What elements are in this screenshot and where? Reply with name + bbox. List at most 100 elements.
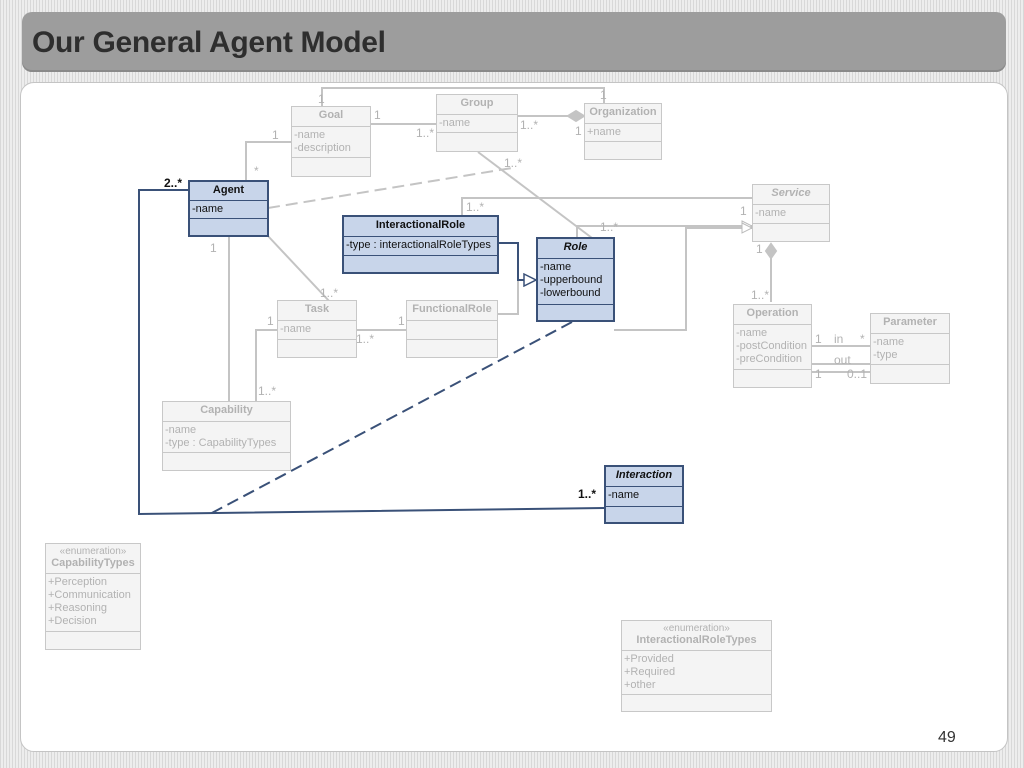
attr: -postCondition [736,340,807,352]
enum-value: +Reasoning [48,602,108,614]
enum-value: +Provided [624,653,674,665]
class-functional-role: FunctionalRole [406,300,498,358]
attr: -name [192,203,224,215]
enum-interactional-role-types-values: +Provided +Required +other [622,651,771,695]
class-agent-attributes: -name [190,201,267,219]
mult-group-org: 1..* [520,118,539,132]
mult-task-left: 1 [267,314,274,328]
class-capability-attributes: -name -type : CapabilityTypes [163,422,290,453]
class-organization-name: Organization [585,104,661,124]
class-parameter-name: Parameter [871,314,949,334]
mult-task-fr: 1..* [356,332,375,346]
class-service-name: Service [753,185,829,205]
class-parameter-ops [871,365,949,383]
fr-role-line [498,273,519,315]
slide-title: Our General Agent Model [32,26,386,59]
attr: -preCondition [736,353,803,365]
page-number: 49 [938,729,956,746]
attr: -name [280,323,312,335]
attr: -name [736,327,768,339]
title-bar: Our General Agent Model [22,12,1006,72]
attr: -name [165,424,197,436]
class-agent-name: Agent [190,182,267,201]
class-agent-ops [190,219,267,235]
goal-org-line [321,87,605,106]
enum-name: InteractionalRoleTypes [636,634,757,646]
attr: -name [873,336,905,348]
class-role-ops [538,305,613,320]
agent-goal-line [245,141,291,180]
enum-value: +other [624,679,656,691]
mult-goal-group: 1 [374,108,381,122]
class-group-ops [437,133,517,151]
attr: -type : interactionalRoleTypes [346,239,491,251]
class-organization-ops [585,142,661,159]
enum-value: +Required [624,666,676,678]
enum-capability-types-header: «enumeration» CapabilityTypes [46,544,140,574]
role-service-line [576,226,752,237]
class-capability: Capability -name -type : CapabilityTypes [162,401,291,471]
enum-value: +Perception [48,576,108,588]
class-operation: Operation -name -postCondition -preCondi… [733,304,812,388]
attr: -type : CapabilityTypes [165,437,277,449]
mult-fr-left: 1 [398,314,405,328]
mult-op-service: 1..* [751,288,770,302]
class-group: Group -name [436,94,518,152]
mult-out-label: out [834,353,851,367]
attr: -name [755,207,787,219]
agent-interaction-line [138,189,605,516]
class-task-ops [278,340,356,357]
class-agent: Agent -name [188,180,269,237]
mult-cap-task: 1..* [258,384,277,398]
group-role-line [477,151,593,239]
class-functional-role-name: FunctionalRole [407,301,497,321]
stereotype: «enumeration» [59,546,127,557]
class-group-attributes: -name [437,115,517,133]
class-service-attributes: -name [753,205,829,224]
mult-out-1: 1 [815,367,822,381]
class-interaction: Interaction -name [604,465,684,524]
class-organization: Organization +name [584,103,662,160]
service-ir-line [461,197,752,215]
agent-task-line [267,235,331,303]
enum-capability-types-values: +Perception +Communication +Reasoning +D… [46,574,140,632]
enum-capability-types-ops [46,632,140,649]
class-interaction-ops [606,507,682,522]
class-service-ops [753,224,829,241]
class-task-name: Task [278,301,356,321]
mult-agent-goal-1: 1 [272,128,279,142]
class-operation-attributes: -name -postCondition -preCondition [734,325,811,370]
class-operation-ops [734,370,811,387]
mult-service-left: 1 [740,204,747,218]
class-goal: Goal -name -description [291,106,371,177]
attr: -name [439,117,471,129]
mult-agent-goal-star: * [254,164,259,178]
mult-goal-top: 1 [318,92,325,106]
class-parameter: Parameter -name -type [870,313,950,384]
attr: -description [294,142,351,154]
class-functional-role-attributes [407,321,497,340]
class-group-name: Group [437,95,517,115]
mult-service-op: 1 [756,242,763,256]
class-task: Task -name [277,300,357,358]
class-interaction-name: Interaction [606,467,682,487]
class-functional-role-ops [407,340,497,357]
enum-name: CapabilityTypes [51,557,135,569]
stereotype: «enumeration» [663,623,730,634]
class-role-name: Role [538,239,613,259]
enum-interactional-role-types-ops [622,695,771,711]
mult-org-group: 1 [575,124,582,138]
mult-in-label: in [834,332,844,346]
class-interaction-attributes: -name [606,487,682,507]
org-diamond [566,109,586,123]
mult-interaction-end: 1..* [578,487,597,501]
class-parameter-attributes: -name -type [871,334,949,365]
attr: -name [608,489,640,501]
class-interactional-role-ops [344,256,497,272]
class-capability-ops [163,453,290,470]
mult-group-role: 1..* [504,156,523,170]
class-interactional-role: InteractionalRole -type : interactionalR… [342,215,499,274]
attr: -name [540,261,572,273]
mult-task-agent: 1..* [320,286,339,300]
ir-role-generalization [498,242,536,280]
